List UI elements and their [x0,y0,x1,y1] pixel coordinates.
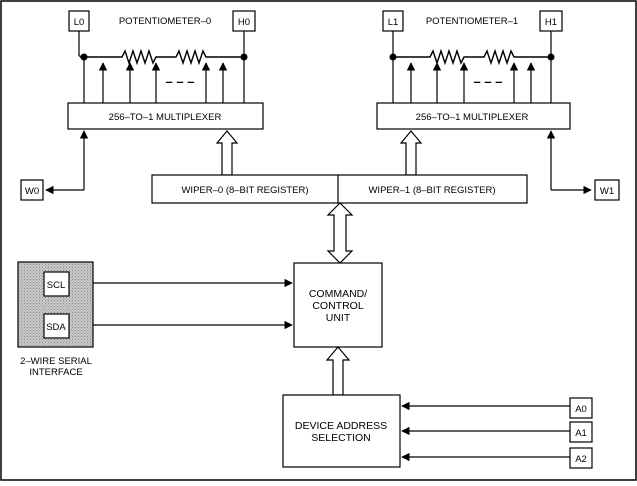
control-unit: COMMAND/ CONTROL UNIT [293,262,383,348]
bus-arrow-wiper0-to-mux0 [215,130,239,176]
resistor-dashes-1: – – – [474,74,503,89]
serial-interface-caption-line1: 2–WIRE SERIAL [20,356,92,367]
address-selection-line2: SELECTION [311,432,371,444]
control-unit-line1: COMMAND/ [309,288,367,300]
pin-a0-label: A0 [575,404,587,415]
potentiometer-1-title: POTENTIOMETER–1 [426,16,518,27]
multiplexer-0-label: 256–TO–1 MULTIPLEXER [109,112,222,123]
address-selection-line1: DEVICE ADDRESS [295,420,387,432]
pin-w1-box [594,179,620,201]
pin-a1-box [569,421,593,443]
pin-a2-label: A2 [575,454,587,465]
control-unit-line2: CONTROL [312,300,363,312]
pin-w0-label: W0 [25,186,39,197]
pin-a1-label: A1 [575,428,587,439]
wiper-registers: WIPER–0 (8–BIT REGISTER) WIPER–1 (8–BIT … [151,174,528,204]
resistor-chain-1 [393,48,551,66]
multiplexer-1 [376,102,571,130]
sda-pin-box [43,313,70,339]
serial-interface-caption-line2: INTERFACE [29,367,82,378]
sda-pin-label: SDA [46,322,66,333]
pin-l0-label: L0 [74,17,85,28]
resistor-chain-0 [84,48,244,66]
pin-a2-box [569,447,593,469]
control-unit-line3: UNIT [326,312,351,324]
pin-l1-label: L1 [388,17,399,28]
bus-arrow-wiper1-to-mux1 [399,130,423,176]
pin-w0-box [20,179,44,201]
wiper-register-block [151,174,528,204]
bus-arrow-register-control [326,202,354,264]
potentiometer-0: L0 H0 POTENTIOMETER–0 – – – 256–TO–1 MUL… [20,10,264,201]
wiper-0-register-label: WIPER–0 (8–BIT REGISTER) [181,185,308,196]
multiplexer-0 [67,102,264,130]
wiper-1-register-label: WIPER–1 (8–BIT REGISTER) [368,185,495,196]
scl-pin-label: SCL [47,280,65,291]
bus-arrow-address-to-control [325,346,351,396]
pin-a0-box [569,397,593,419]
resistor-dashes-0: – – – [166,74,195,89]
pin-h0-label: H0 [238,17,250,28]
scl-pin-box [43,271,70,297]
potentiometer-0-title: POTENTIOMETER–0 [119,16,211,27]
multiplexer-1-label: 256–TO–1 MULTIPLEXER [416,112,529,123]
potentiometer-1: L1 H1 POTENTIOMETER–1 – – – 256–TO–1 MUL… [376,10,620,201]
serial-interface: SCL SDA 2–WIRE SERIAL INTERFACE [17,261,94,378]
pin-w1-label: W1 [600,186,614,197]
pin-h1-label: H1 [545,17,557,28]
address-selection-block [282,394,401,468]
address-selection: DEVICE ADDRESS SELECTION A0 A1 A2 [282,394,593,469]
